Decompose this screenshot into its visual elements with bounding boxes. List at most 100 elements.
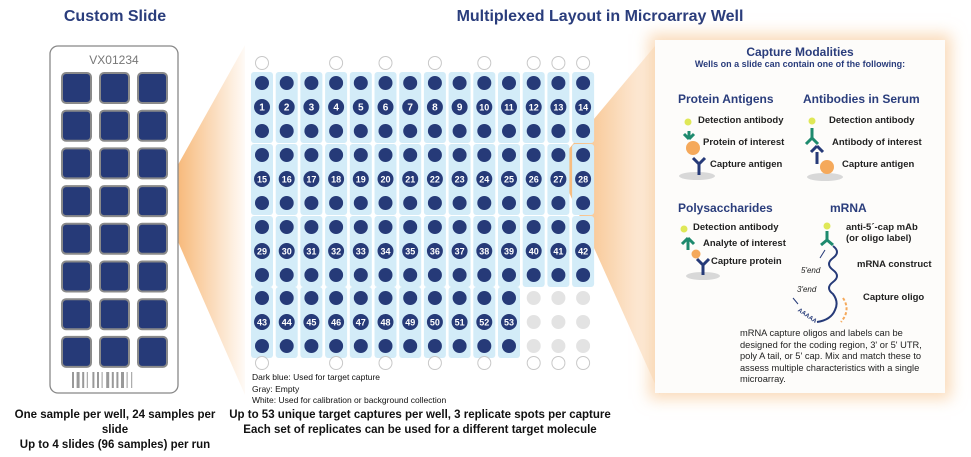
capture-spot[interactable]	[353, 220, 368, 234]
capture-spot[interactable]	[526, 268, 541, 282]
capture-spot[interactable]	[378, 196, 393, 210]
calibration-spot[interactable]	[477, 56, 492, 70]
capture-spot[interactable]	[255, 220, 269, 234]
calibration-spot[interactable]	[329, 56, 344, 70]
capture-spot[interactable]	[328, 99, 345, 115]
capture-spot[interactable]	[477, 268, 492, 282]
capture-spot[interactable]	[403, 124, 418, 138]
capture-spot[interactable]	[255, 76, 269, 90]
capture-spot[interactable]	[254, 314, 270, 330]
slide-well[interactable]	[137, 72, 168, 104]
capture-spot[interactable]	[279, 124, 294, 138]
slide-well[interactable]	[99, 222, 130, 255]
capture-spot[interactable]	[427, 339, 442, 353]
capture-spot[interactable]	[303, 243, 320, 259]
capture-spot[interactable]	[328, 171, 345, 187]
capture-spot[interactable]	[402, 314, 419, 330]
capture-spot[interactable]	[551, 148, 566, 162]
capture-spot[interactable]	[353, 148, 368, 162]
calibration-spot[interactable]	[526, 356, 541, 370]
capture-spot[interactable]	[329, 268, 344, 282]
capture-spot[interactable]	[279, 291, 294, 305]
capture-spot[interactable]	[550, 171, 567, 187]
capture-spot[interactable]	[525, 243, 542, 259]
capture-spot[interactable]	[353, 291, 368, 305]
capture-spot[interactable]	[477, 196, 492, 210]
capture-spot[interactable]	[377, 243, 394, 259]
capture-spot[interactable]	[576, 76, 591, 90]
capture-spot[interactable]	[452, 76, 467, 90]
capture-spot[interactable]	[403, 291, 418, 305]
capture-spot[interactable]	[378, 148, 393, 162]
capture-spot[interactable]	[402, 99, 419, 115]
capture-spot[interactable]	[378, 124, 393, 138]
calibration-spot[interactable]	[329, 356, 344, 370]
capture-spot[interactable]	[279, 268, 294, 282]
capture-spot[interactable]	[452, 268, 467, 282]
calibration-spot[interactable]	[551, 56, 566, 70]
capture-spot[interactable]	[353, 124, 368, 138]
slide-well[interactable]	[99, 298, 130, 331]
capture-spot[interactable]	[452, 148, 467, 162]
capture-spot[interactable]	[426, 171, 443, 187]
slide-well[interactable]	[137, 109, 168, 142]
capture-spot[interactable]	[304, 196, 319, 210]
capture-spot[interactable]	[451, 171, 468, 187]
capture-spot[interactable]	[501, 314, 517, 330]
capture-spot[interactable]	[303, 99, 320, 115]
capture-spot[interactable]	[526, 76, 541, 90]
empty-spot[interactable]	[576, 339, 591, 353]
capture-spot[interactable]	[378, 291, 393, 305]
capture-spot[interactable]	[427, 268, 442, 282]
capture-spot[interactable]	[304, 148, 319, 162]
capture-spot[interactable]	[526, 124, 541, 138]
capture-spot[interactable]	[501, 243, 517, 259]
capture-spot[interactable]	[303, 171, 320, 187]
slide-well[interactable]	[137, 298, 168, 331]
capture-spot[interactable]	[476, 314, 493, 330]
calibration-spot[interactable]	[255, 56, 269, 70]
slide-well[interactable]	[99, 260, 130, 293]
capture-spot[interactable]	[403, 339, 418, 353]
slide-well[interactable]	[99, 109, 130, 142]
calibration-spot[interactable]	[576, 356, 591, 370]
slide-well[interactable]	[61, 185, 92, 218]
slide-well[interactable]	[99, 147, 130, 180]
capture-spot[interactable]	[279, 220, 294, 234]
capture-spot[interactable]	[329, 339, 344, 353]
capture-spot[interactable]	[575, 171, 592, 187]
capture-spot[interactable]	[427, 291, 442, 305]
capture-spot[interactable]	[279, 148, 294, 162]
capture-spot[interactable]	[451, 99, 468, 115]
capture-spot[interactable]	[403, 220, 418, 234]
capture-spot[interactable]	[377, 314, 394, 330]
calibration-spot[interactable]	[427, 56, 442, 70]
capture-spot[interactable]	[526, 220, 541, 234]
capture-spot[interactable]	[427, 196, 442, 210]
capture-spot[interactable]	[501, 171, 517, 187]
capture-spot[interactable]	[403, 268, 418, 282]
calibration-spot[interactable]	[378, 56, 393, 70]
capture-spot[interactable]	[329, 220, 344, 234]
capture-spot[interactable]	[377, 171, 394, 187]
slide-well[interactable]	[137, 335, 168, 368]
capture-spot[interactable]	[502, 148, 516, 162]
capture-spot[interactable]	[352, 99, 369, 115]
capture-spot[interactable]	[403, 76, 418, 90]
empty-spot[interactable]	[526, 315, 541, 329]
slide-well[interactable]	[137, 222, 168, 255]
capture-spot[interactable]	[526, 148, 541, 162]
calibration-spot[interactable]	[255, 356, 269, 370]
capture-spot[interactable]	[502, 339, 516, 353]
capture-spot[interactable]	[278, 314, 295, 330]
capture-spot[interactable]	[328, 314, 345, 330]
slide-well[interactable]	[99, 72, 130, 104]
capture-spot[interactable]	[402, 243, 419, 259]
capture-spot[interactable]	[402, 171, 419, 187]
capture-spot[interactable]	[550, 99, 567, 115]
capture-spot[interactable]	[303, 314, 320, 330]
capture-spot[interactable]	[254, 171, 270, 187]
capture-spot[interactable]	[255, 268, 269, 282]
empty-spot[interactable]	[526, 291, 541, 305]
capture-spot[interactable]	[353, 76, 368, 90]
